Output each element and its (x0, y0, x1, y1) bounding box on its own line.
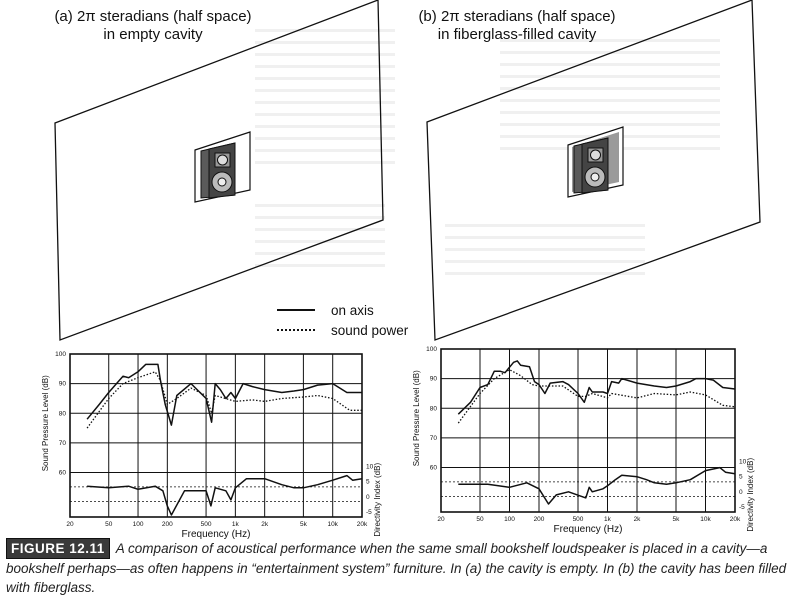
x-tick-label: 100 (133, 521, 144, 528)
panel-a-title-line1: (a) 2π steradians (half space) (54, 8, 252, 25)
wall-outline (54, 0, 384, 341)
show-through-text-c (500, 30, 720, 150)
x-tick-label: 500 (573, 516, 584, 523)
y-tick-label: 90 (430, 376, 438, 383)
y-right-axis-label: Directivity Index (dB) (746, 458, 755, 532)
y-tick-label: 70 (430, 435, 438, 442)
x-tick-label: 10k (700, 516, 711, 523)
y-tick-label: 60 (59, 470, 67, 477)
x-tick-label: 5k (300, 521, 308, 528)
x-tick-label: 1k (604, 516, 612, 523)
x-axis-label: Frequency (Hz) (554, 524, 623, 535)
y-right-tick-label: 0 (366, 494, 370, 501)
legend-item-on-axis: on axis (277, 300, 408, 320)
series-sound-power (457, 369, 736, 424)
x-tick-label: 500 (201, 521, 212, 528)
solid-line-swatch (277, 309, 315, 311)
panel-b-title-line2: in fiberglass-filled cavity (437, 26, 597, 43)
y-tick-label: 70 (59, 440, 67, 447)
woofer-cap (217, 177, 227, 187)
woofer-cap (590, 172, 600, 182)
x-tick-label: 2k (634, 516, 642, 523)
series-on-axis (457, 360, 736, 415)
y-tick-label: 100 (55, 351, 66, 358)
wall-panel-b (426, 0, 761, 341)
series-directivity-index (87, 474, 363, 516)
y-right-tick-label: 10 (739, 459, 747, 466)
loudspeaker-icon (573, 137, 609, 194)
show-through-text-d (445, 215, 645, 275)
y-axis-label: Sound Pressure Level (dB) (412, 370, 421, 466)
y-right-tick-label: -5 (366, 509, 372, 516)
y-right-tick-label: 10 (366, 464, 374, 471)
x-tick-label: 100 (504, 516, 515, 523)
chart-b: 20 50 100 200 500 1k 2k 5k 10k 20k 60 70 80 90 100 -5 0 5… (412, 346, 755, 535)
legend-label-on-axis: on axis (331, 302, 374, 318)
x-tick-label: 10k (327, 521, 338, 528)
loudspeaker-icon (200, 142, 236, 199)
x-axis-label: Frequency (Hz) (182, 529, 251, 540)
show-through-text-a (255, 20, 395, 170)
legend-item-sound-power: sound power (277, 320, 408, 340)
x-tick-label: 1k (232, 521, 240, 528)
figure-label: FIGURE 12.11 (6, 538, 110, 559)
panel-b-title-line1: (b) 2π steradians (half space) (418, 8, 616, 25)
x-tick-label: 200 (534, 516, 545, 523)
y-tick-label: 80 (430, 405, 438, 412)
y-right-tick-label: -5 (739, 504, 745, 511)
wall-outline (426, 0, 761, 341)
legend-label-sound-power: sound power (331, 322, 409, 338)
x-tick-label: 20 (437, 516, 445, 523)
y-right-tick-label: 5 (366, 479, 370, 486)
tweeter-icon (217, 154, 228, 166)
series-directivity-index (458, 466, 736, 505)
series-sound-power (86, 371, 362, 429)
y-right-tick-label: 5 (739, 474, 743, 481)
x-tick-label: 200 (162, 521, 173, 528)
caption-text: A comparison of acoustical performance w… (6, 541, 787, 595)
plot-frame (440, 348, 736, 513)
y-tick-label: 90 (59, 381, 67, 388)
x-tick-label: 5k (673, 516, 681, 523)
x-tick-label: 50 (105, 521, 113, 528)
y-tick-label: 80 (59, 410, 67, 417)
show-through-text-b (255, 195, 385, 270)
panel-a-title-line2: in empty cavity (103, 26, 203, 43)
panel-b-title: (b) 2π steradians (half space) in fiberg… (392, 8, 642, 44)
series-on-axis (86, 363, 362, 426)
x-tick-label: 50 (476, 516, 484, 523)
y-axis-label: Sound Pressure Level (dB) (41, 375, 50, 471)
legend: on axis sound power (277, 300, 408, 340)
x-tick-label: 20 (66, 521, 74, 528)
wall-panel-a (54, 0, 384, 341)
y-right-axis-label: Directivity Index (dB) (373, 463, 382, 537)
panel-a-title: (a) 2π steradians (half space) in empty … (28, 8, 278, 44)
x-tick-label: 20k (730, 516, 741, 523)
x-tick-label: 2k (261, 521, 269, 528)
chart-a: 20 50 100 200 500 1k 2k 5k 10k 20k 60 70 80 90 100 -5 0 5… (41, 351, 382, 540)
x-tick-label: 20k (357, 521, 368, 528)
tweeter-icon (590, 149, 601, 161)
plot-frame (69, 353, 363, 518)
y-right-tick-label: 0 (739, 489, 743, 496)
y-tick-label: 60 (430, 465, 438, 472)
dotted-line-swatch (277, 329, 315, 331)
y-tick-label: 100 (426, 346, 437, 353)
